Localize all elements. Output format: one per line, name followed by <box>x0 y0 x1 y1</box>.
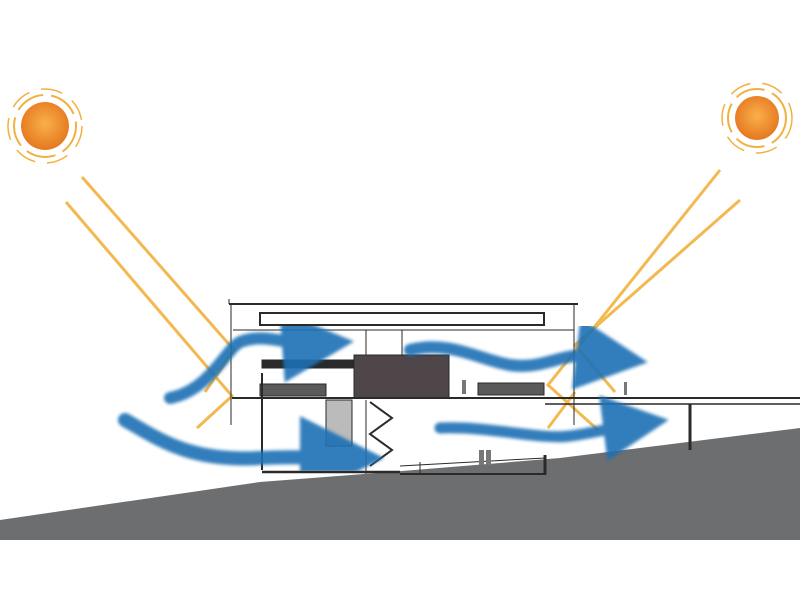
ground-terrain <box>0 428 800 540</box>
sun-left-icon <box>7 88 83 164</box>
wind-arrow-icon <box>118 310 669 500</box>
sun-right-icon <box>721 82 793 154</box>
